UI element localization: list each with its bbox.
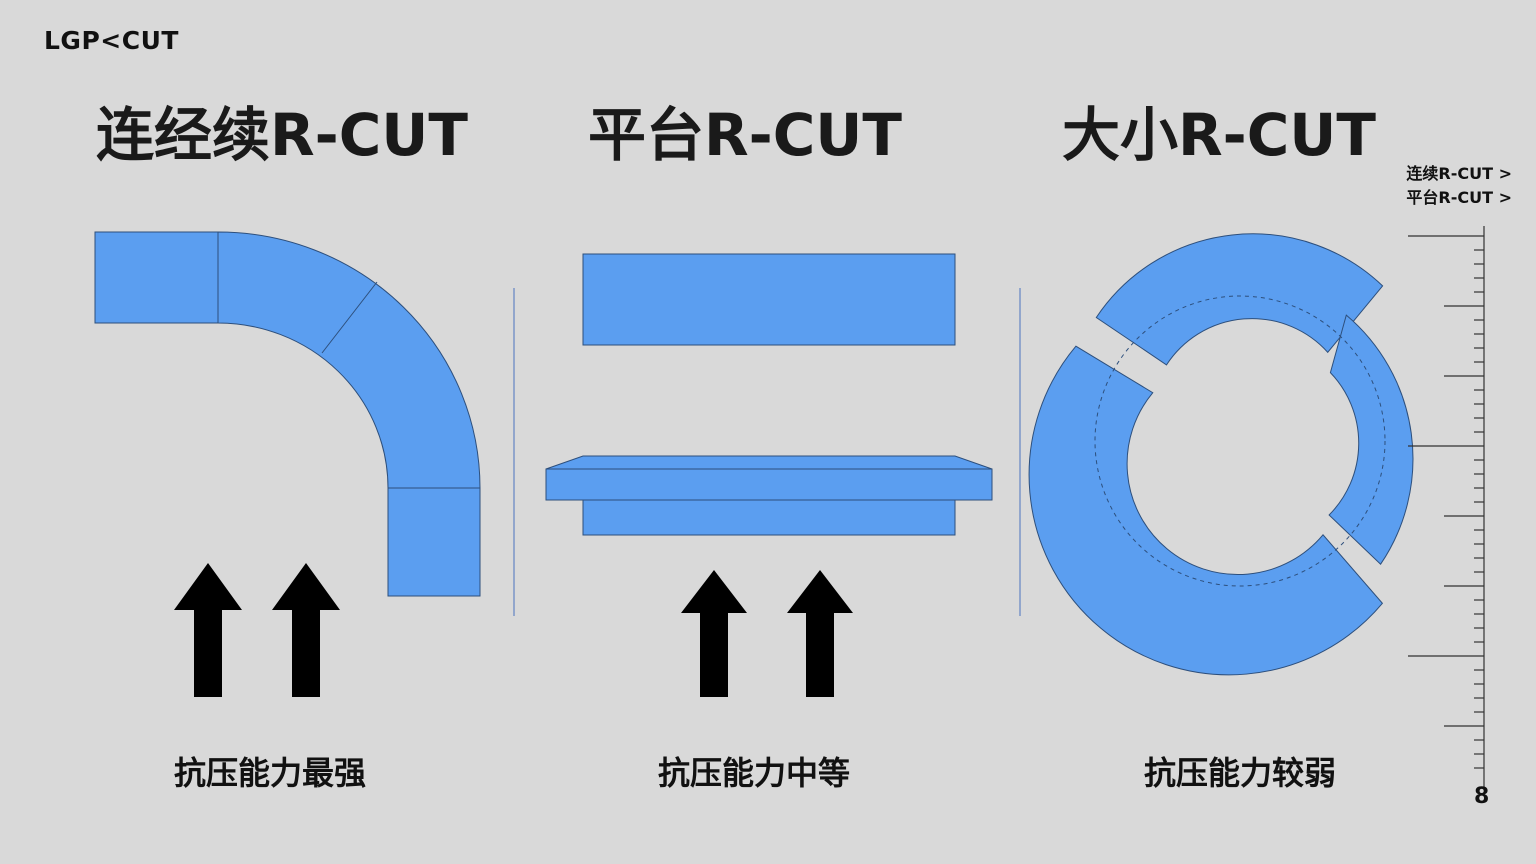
ring-center-dashed-line — [1094, 295, 1386, 587]
ruler-end-label: 8 — [1474, 784, 1490, 809]
platform-top-block — [582, 253, 956, 346]
ring-segment-right — [1328, 314, 1414, 565]
legend: 连续R-CUT > 平台R-CUT > — [1406, 162, 1512, 210]
caption-continuous: 抗压能力最强 — [174, 754, 367, 792]
title-platform-rcut: 平台R-CUT — [588, 101, 902, 169]
caption-size: 抗压能力较弱 — [1144, 754, 1337, 792]
legend-item-platform: 平台R-CUT > — [1406, 188, 1512, 207]
ruler — [1408, 226, 1485, 788]
pressure-arrows-2 — [681, 570, 853, 697]
strip-segment-curve — [217, 231, 481, 489]
up-arrow-icon — [272, 563, 340, 697]
title-size-rcut: 大小R-CUT — [1062, 101, 1376, 169]
ring-segment-large — [1028, 345, 1384, 676]
size-rcut-ring — [1028, 233, 1414, 676]
platform-bevel — [545, 455, 993, 470]
strip-seam — [321, 281, 378, 354]
continuous-rcut-shape — [94, 231, 481, 597]
platform-wide-plate — [545, 468, 993, 501]
strip-segment-straight-bottom — [387, 487, 481, 597]
caption-platform: 抗压能力中等 — [658, 754, 851, 792]
ring-segment-top — [1095, 233, 1384, 366]
up-arrow-icon — [681, 570, 747, 697]
title-continuous-rcut: 连经续R-CUT — [96, 101, 468, 169]
up-arrow-icon — [787, 570, 853, 697]
platform-rcut-shape — [545, 253, 993, 536]
up-arrow-icon — [174, 563, 242, 697]
legend-item-continuous: 连续R-CUT > — [1406, 164, 1512, 183]
pressure-arrows-1 — [174, 563, 340, 697]
strip-segment-straight-top — [94, 231, 219, 324]
logo: LGP<CUT — [44, 26, 179, 55]
platform-lower-block — [582, 499, 956, 536]
